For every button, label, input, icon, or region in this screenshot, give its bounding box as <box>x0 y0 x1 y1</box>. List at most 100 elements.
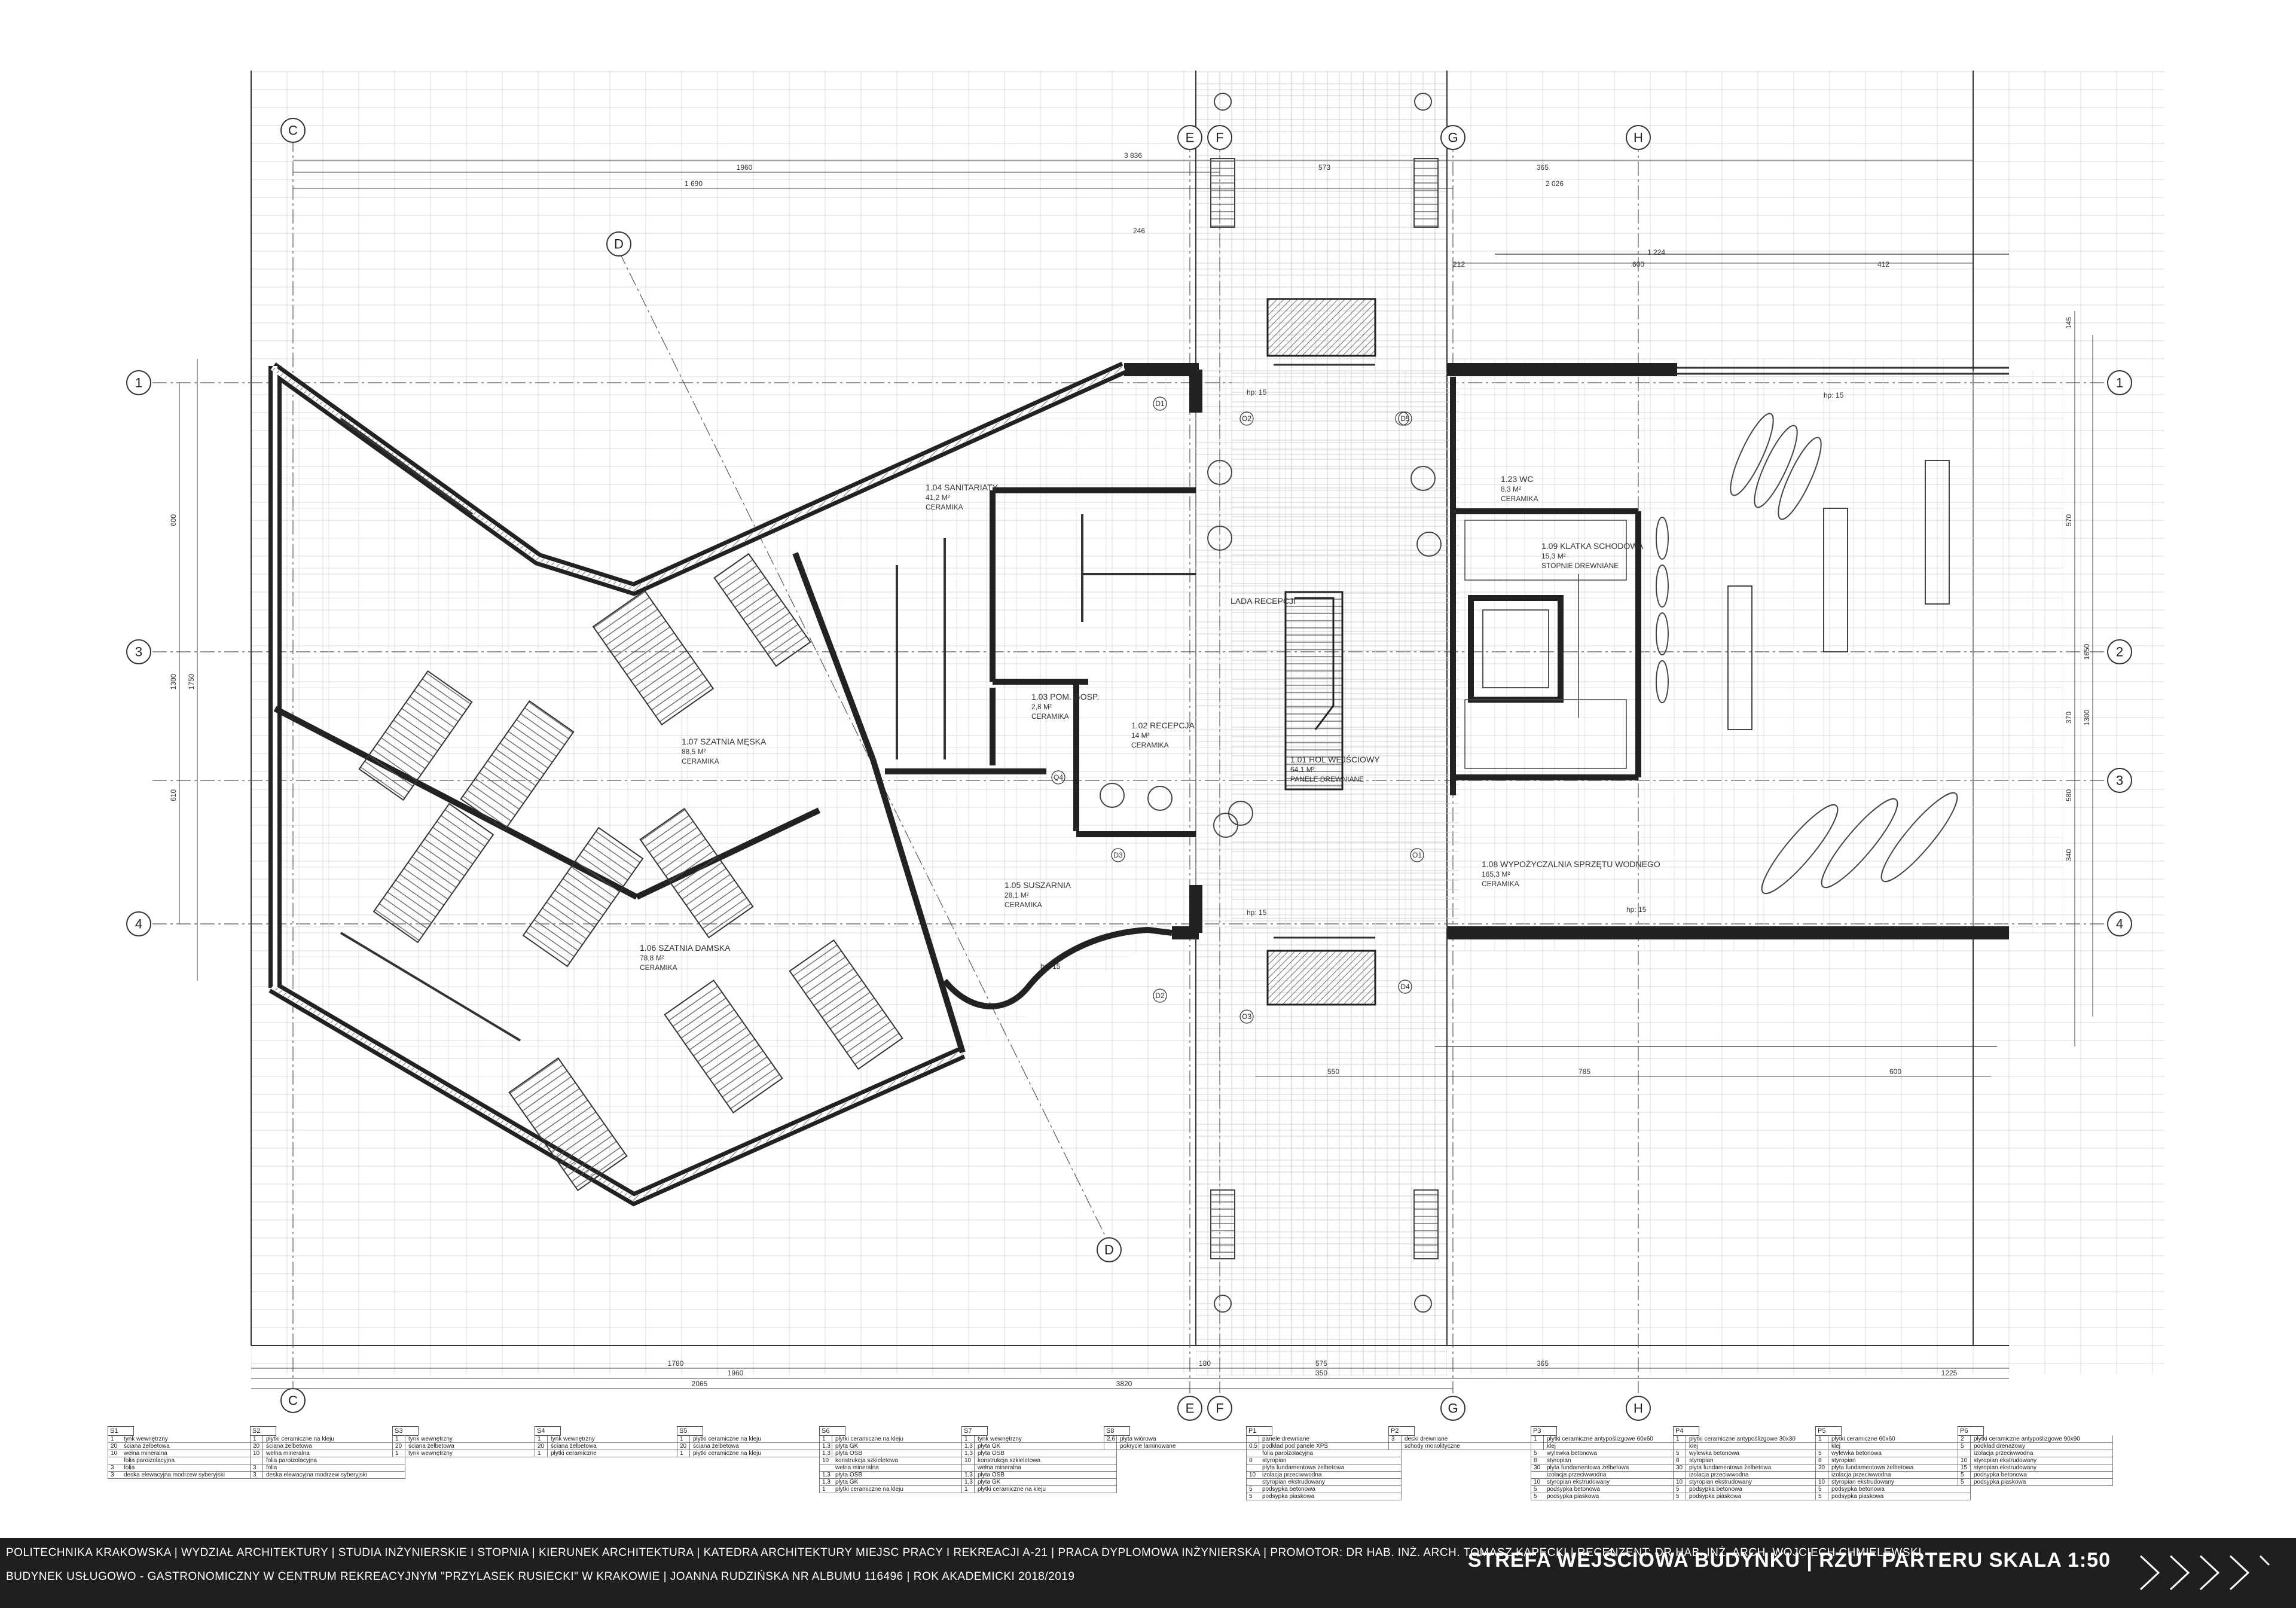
legend-row: folia paroizolacyjna <box>250 1457 405 1464</box>
svg-text:O1: O1 <box>1412 851 1422 859</box>
legend-code: P2 <box>1388 1426 1415 1436</box>
svg-text:3: 3 <box>135 645 142 660</box>
room-label-105: 1.05 SUSZARNIA 28,1 M² CERAMIKA <box>1004 880 1071 909</box>
svg-text:CERAMIKA: CERAMIKA <box>1501 495 1538 503</box>
footer-line-2: BUDYNEK USŁUGOWO - GASTRONOMICZNY W CENT… <box>6 1570 1075 1583</box>
svg-text:D4: D4 <box>1400 983 1410 991</box>
svg-text:28,1 M²: 28,1 M² <box>1004 891 1029 899</box>
svg-text:1.02 RECEPCJA: 1.02 RECEPCJA <box>1131 721 1195 730</box>
entrance-gates <box>1266 298 1376 1006</box>
axis-labels: C C D D E E F F G G H H 1 1 3 2 3 4 4 <box>135 123 2123 1416</box>
legend-code: S4 <box>535 1426 561 1436</box>
room-label-109: 1.09 KLATKA SCHODOWA 15,3 M² STOPNIE DRE… <box>1541 541 1644 570</box>
room-label-104: 1.04 SANITARIATY 41,2 M² CERAMIKA <box>926 483 999 511</box>
svg-text:88,5 M²: 88,5 M² <box>682 747 706 756</box>
svg-text:1960: 1960 <box>728 1369 744 1377</box>
svg-text:15,3 M²: 15,3 M² <box>1541 552 1566 560</box>
legend-code: S5 <box>677 1426 703 1436</box>
svg-text:1300: 1300 <box>2083 709 2091 725</box>
legend-row: wełna mineralna <box>961 1464 1117 1472</box>
svg-text:1225: 1225 <box>1941 1369 1958 1377</box>
svg-text:D5: D5 <box>1400 414 1410 423</box>
svg-text:8,3 M²: 8,3 M² <box>1501 485 1521 493</box>
svg-text:2 026: 2 026 <box>1546 179 1564 188</box>
staircase <box>1464 520 1627 769</box>
svg-text:2: 2 <box>2116 645 2123 660</box>
legend-row: pokrycie laminowane <box>1104 1443 1259 1450</box>
svg-text:H: H <box>1634 130 1643 145</box>
svg-text:O2: O2 <box>1242 414 1251 423</box>
svg-text:LADA RECEPCJI: LADA RECEPCJI <box>1231 596 1296 606</box>
hall-tables <box>1100 460 1442 838</box>
svg-text:1: 1 <box>2116 376 2123 390</box>
room-label-101: 1.01 HOL WEJŚCIOWY 64,1 M² PANELE DREWNI… <box>1290 754 1380 783</box>
legend-row: wełna mineralna <box>819 1464 975 1472</box>
footer-line-1: POLITECHNIKA KRAKOWSKA | WYDZIAŁ ARCHITE… <box>6 1546 1922 1559</box>
legend-row: schody monolityczne <box>1388 1443 1544 1450</box>
svg-text:1.05 SUSZARNIA: 1.05 SUSZARNIA <box>1004 880 1071 890</box>
svg-text:145: 145 <box>2065 317 2073 329</box>
svg-text:580: 580 <box>2065 789 2073 801</box>
svg-text:O3: O3 <box>1242 1012 1251 1021</box>
legend-code: S8 <box>1104 1426 1130 1436</box>
svg-text:1: 1 <box>135 376 142 390</box>
svg-text:hp: 15: hp: 15 <box>1247 388 1267 396</box>
legend-row: klej <box>1673 1443 1828 1450</box>
svg-text:CERAMIKA: CERAMIKA <box>640 963 677 972</box>
legend-code: P1 <box>1246 1426 1272 1436</box>
svg-text:PANELE DREWNIANE: PANELE DREWNIANE <box>1290 775 1364 783</box>
svg-text:412: 412 <box>1877 260 1889 268</box>
svg-text:1.23 WC: 1.23 WC <box>1501 474 1533 484</box>
svg-text:165,3 M²: 165,3 M² <box>1482 870 1510 878</box>
svg-text:1.07 SZATNIA MĘSKA: 1.07 SZATNIA MĘSKA <box>682 737 767 746</box>
legend-row: płyta fundamentowa żelbetowa <box>1246 1464 1402 1472</box>
benches <box>1210 93 1439 1313</box>
svg-text:1.04 SANITARIATY: 1.04 SANITARIATY <box>926 483 999 492</box>
svg-text:550: 550 <box>1327 1067 1339 1076</box>
svg-text:573: 573 <box>1318 163 1330 172</box>
svg-text:180: 180 <box>1199 1359 1211 1368</box>
svg-text:1.03 POM. GOSP.: 1.03 POM. GOSP. <box>1031 692 1099 701</box>
room-label-102: 1.02 RECEPCJA 14 M² CERAMIKA <box>1131 721 1195 749</box>
room-label-108: 1.08 WYPOŻYCZALNIA SPRZĘTU WODNEGO 165,3… <box>1482 859 1660 888</box>
svg-text:1 224: 1 224 <box>1647 248 1665 257</box>
svg-text:F: F <box>1216 130 1223 145</box>
